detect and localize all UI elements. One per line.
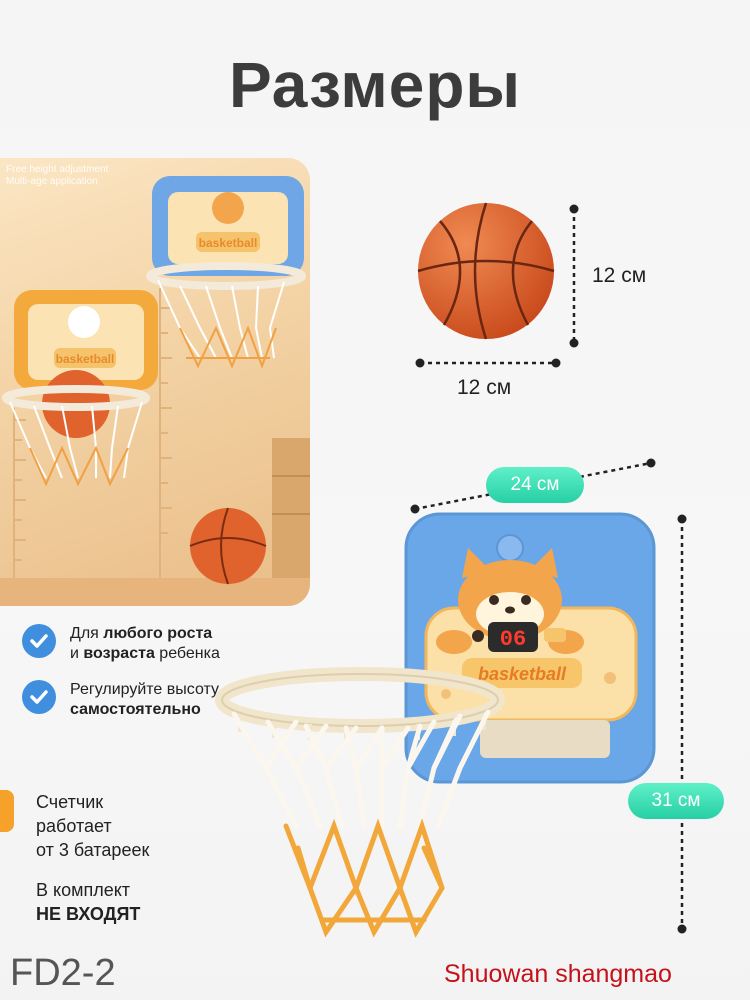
- basketball-hoop-product: 06 basketball: [215, 512, 656, 938]
- note-marker: [0, 790, 14, 832]
- ball-height-label: 12 см: [592, 264, 647, 287]
- kit-note-line2: НЕ ВХОДЯТ: [36, 904, 141, 924]
- check-icon: [22, 624, 56, 658]
- model-code: FD2-2: [10, 952, 116, 994]
- photo-board-label-2: basketball: [56, 352, 115, 366]
- hoop-width-badge: 24 см: [486, 467, 584, 503]
- photo-caption: Free height adjustment Multi-age applica…: [6, 164, 108, 188]
- photo-caption-line1: Free height adjustment: [6, 164, 109, 175]
- page-title: Размеры: [228, 49, 522, 121]
- ball-width-label: 12 см: [457, 376, 512, 399]
- score-display: 06: [500, 627, 526, 652]
- ball-dimension-diagram: [415, 202, 579, 368]
- photo-illustration: basketball basketball: [0, 176, 310, 606]
- counter-note: Счетчик работает от 3 батареек: [36, 792, 150, 860]
- lifestyle-photo: basketball basketball Free height adjust…: [0, 158, 310, 606]
- check-icon: [22, 680, 56, 714]
- hoop-height-badge: 31 см: [628, 783, 724, 819]
- backboard-label: basketball: [478, 664, 567, 684]
- brand-name: Shuowan shangmao: [444, 960, 672, 988]
- photo-board-label-1: basketball: [199, 236, 258, 250]
- basketball-icon: [418, 203, 554, 339]
- photo-caption-line2: Multi-age application: [6, 176, 98, 187]
- kit-note-line1: В комплект: [36, 880, 131, 900]
